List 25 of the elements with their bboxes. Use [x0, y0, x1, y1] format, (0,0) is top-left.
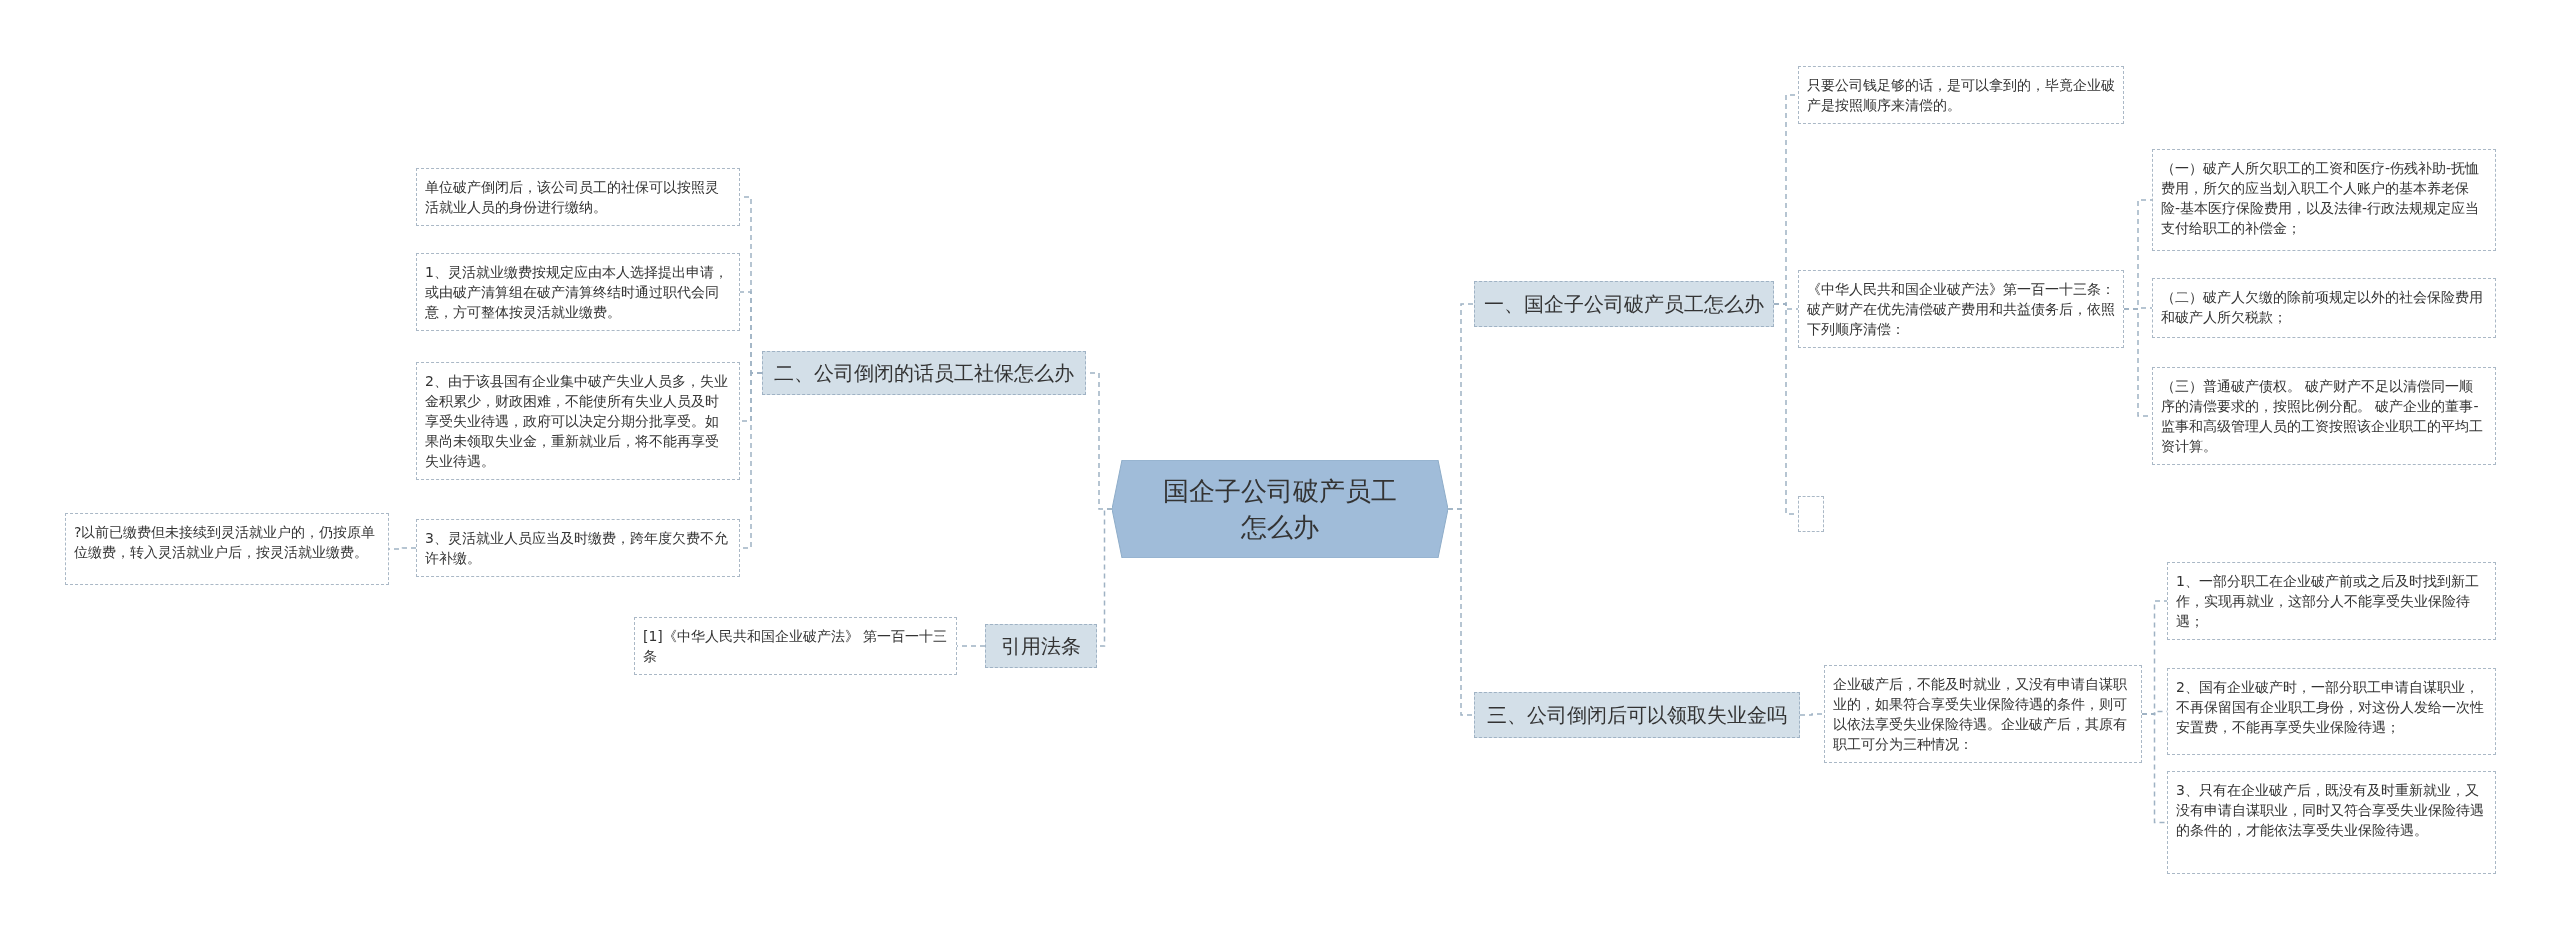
text-box: 2、由于该县国有企业集中破产失业人员多，失业金积累少，财政困难，不能使所有失业人员及时享受失业待遇，政府可以决定分期分批享受。如果尚未领取失业金，重新就业后，将不能再享受失业待遇。	[416, 362, 740, 480]
central-topic-hexagon	[1112, 460, 1448, 558]
text-box: （一）破产人所欠职工的工资和医疗-伤残补助-抚恤费用，所欠的应当划入职工个人账户的基本养老保险-基本医疗保险费用，以及法律-行政法规规定应当支付给职工的补偿金；	[2152, 149, 2496, 251]
connector-line	[1799, 713, 1825, 716]
connector-line	[1447, 508, 1475, 716]
text-box: 只要公司钱足够的话，是可以拿到的，毕竟企业破产是按照顺序来清偿的。	[1798, 66, 2124, 124]
text-box: 单位破产倒闭后，该公司员工的社保可以按照灵活就业人员的身份进行缴纳。	[416, 168, 740, 226]
branch-topic-box: 一、国企子公司破产员工怎么办	[1474, 281, 1774, 327]
text-box: [1]《中华人民共和国企业破产法》 第一百一十三条	[634, 617, 957, 675]
text-box: 1、灵活就业缴费按规定应由本人选择提出申请，或由破产清算组在破产清算终结时通过职代会同意，方可整体按灵活就业缴费。	[416, 253, 740, 331]
branch-topic-box: 三、公司倒闭后可以领取失业金吗	[1474, 692, 1800, 738]
text-box: 2、国有企业破产时，一部分职工申请自谋职业，不再保留国有企业职工身份，对这份人发给一次性安置费，不能再享受失业保险待遇；	[2167, 668, 2496, 755]
text-box: （三）普通破产债权。 破产财产不足以清偿同一顺序的清偿要求的，按照比例分配。 破产企业的董事-监事和高级管理人员的工资按照该企业职工的平均工资计算。	[2152, 367, 2496, 465]
branch-topic-box: 引用法条	[985, 624, 1097, 668]
text-box: 企业破产后，不能及时就业，又没有申请自谋职业的，如果符合享受失业保险待遇的条件，则可以依法享受失业保险待遇。企业破产后，其原有职工可分为三种情况：	[1824, 665, 2142, 763]
text-box: 1、一部分职工在企业破产前或之后及时找到新工作，实现再就业，这部分人不能享受失业保险待遇；	[2167, 562, 2496, 640]
text-box: ?以前已缴费但未接续到灵活就业户的，仍按原单位缴费，转入灵活就业户后，按灵活就业缴费。	[65, 513, 389, 585]
empty-box	[1798, 496, 1824, 532]
text-box: 3、灵活就业人员应当及时缴费，跨年度欠费不允许补缴。	[416, 519, 740, 577]
text-box: 3、只有在企业破产后，既没有及时重新就业，又没有申请自谋职业，同时又符合享受失业保险待遇的条件的，才能依法享受失业保险待遇。	[2167, 771, 2496, 874]
connector-line	[2141, 713, 2168, 824]
text-box: （二）破产人欠缴的除前项规定以外的社会保险费用和破产人所欠税款；	[2152, 278, 2496, 338]
topic-text: 国企子公司破产员工怎么办	[1162, 475, 1398, 544]
text-box: 《中华人民共和国企业破产法》第一百一十三条：破产财产在优先清偿破产费用和共益债务后，依照下列顺序清偿：	[1798, 270, 2124, 348]
branch-topic-box: 二、公司倒闭的话员工社保怎么办	[762, 351, 1086, 395]
